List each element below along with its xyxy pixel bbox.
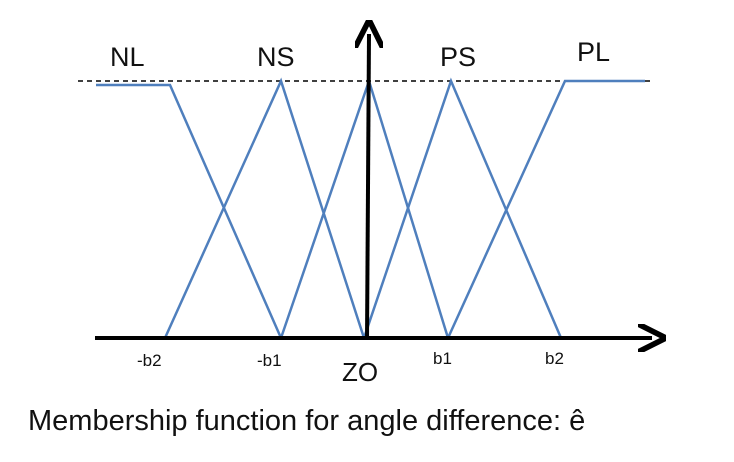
tick-label-neg-b1: -b1 bbox=[257, 351, 282, 370]
membership-curves bbox=[96, 76, 645, 339]
diagram-caption: Membership function for angle difference… bbox=[28, 405, 585, 437]
set-label-ps: PS bbox=[440, 42, 476, 72]
set-label-nl: NL bbox=[110, 42, 145, 72]
membership-curve-ns bbox=[163, 77, 366, 339]
set-label-ns: NS bbox=[257, 42, 295, 72]
tick-label-neg-b2: -b2 bbox=[137, 351, 162, 370]
tick-label-b1: b1 bbox=[433, 349, 452, 368]
tick-label-b2: b2 bbox=[545, 349, 564, 368]
membership-curve-ps bbox=[362, 77, 563, 339]
membership-curve-pl bbox=[446, 79, 645, 339]
y-axis bbox=[367, 34, 369, 341]
set-label-pl: PL bbox=[577, 37, 610, 67]
membership-curve-nl bbox=[96, 83, 283, 339]
tick-label-zero: ZO bbox=[342, 357, 378, 387]
membership-curve-zo bbox=[279, 76, 450, 339]
